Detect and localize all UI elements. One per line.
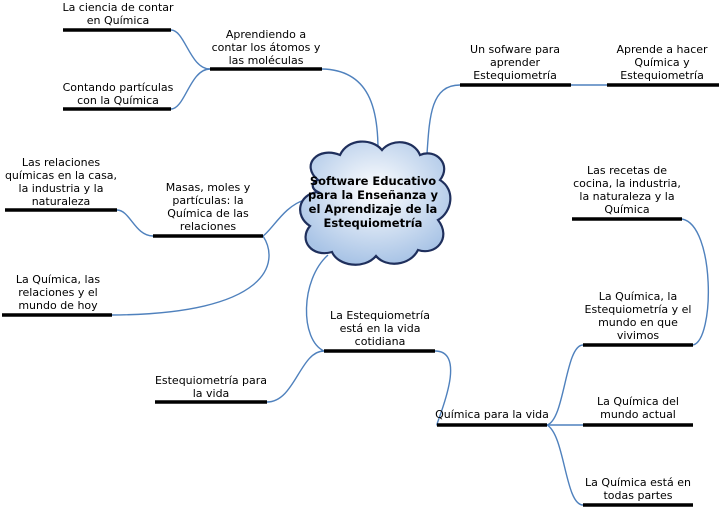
- underlines: [2, 28, 719, 507]
- connector-masas-quimica-hoy: [111, 235, 270, 316]
- central-cloud: [299, 140, 452, 266]
- connector-quimica-vida-partes: [546, 424, 584, 506]
- connector-recetas-quimica-esteq: [681, 218, 709, 346]
- connector-esteq-vida-para: [266, 350, 325, 403]
- topic-quimica-esteq: La Química, la Estequiometría y el mundo…: [584, 290, 692, 342]
- topic-masas: Masas, moles y partículas: la Química de…: [165, 181, 251, 233]
- topic-recetas: Las recetas de cocina, la industria, la …: [573, 164, 681, 216]
- topic-sofware: Un sofware para aprender Estequiometría: [470, 43, 560, 82]
- topic-esteq-para: Estequiometría para la vida: [154, 374, 268, 400]
- connector-aprendiendo-ciencia: [170, 29, 211, 70]
- topic-esteq-vida: La Estequiometría está en la vida cotidi…: [330, 309, 430, 348]
- connectors: [111, 29, 709, 506]
- connector-quimica-vida-esteq: [546, 344, 584, 426]
- central-topic: Software Educativo para la Enseñanza y e…: [308, 174, 438, 230]
- topic-aprende: Aprende a hacer Química y Estequiometría: [616, 43, 708, 82]
- topic-quimica-hoy: La Química, las relaciones y el mundo de…: [15, 273, 101, 312]
- connector-center-esteq-vida: [305, 254, 329, 352]
- topic-quimica-partes: La Química está en todas partes: [585, 476, 691, 502]
- connector-center-masas: [262, 199, 306, 237]
- topic-quimica-vida: Química para la vida: [435, 408, 549, 421]
- topic-contando: Contando partículas con la Química: [62, 81, 174, 107]
- connector-aprendiendo-contando: [170, 68, 211, 110]
- topic-quimica-actual: La Química del mundo actual: [597, 395, 679, 421]
- connector-esteq-vida-quimica-vida: [434, 350, 452, 426]
- connector-center-aprendiendo: [321, 68, 379, 151]
- topic-aprendiendo: Aprendiendo a contar los átomos y las mo…: [211, 28, 321, 67]
- topic-relaciones-casa: Las relaciones químicas en la casa, la i…: [4, 156, 118, 208]
- topic-ciencia: La ciencia de contar en Química: [62, 1, 174, 27]
- connector-masas-relaciones: [116, 209, 154, 237]
